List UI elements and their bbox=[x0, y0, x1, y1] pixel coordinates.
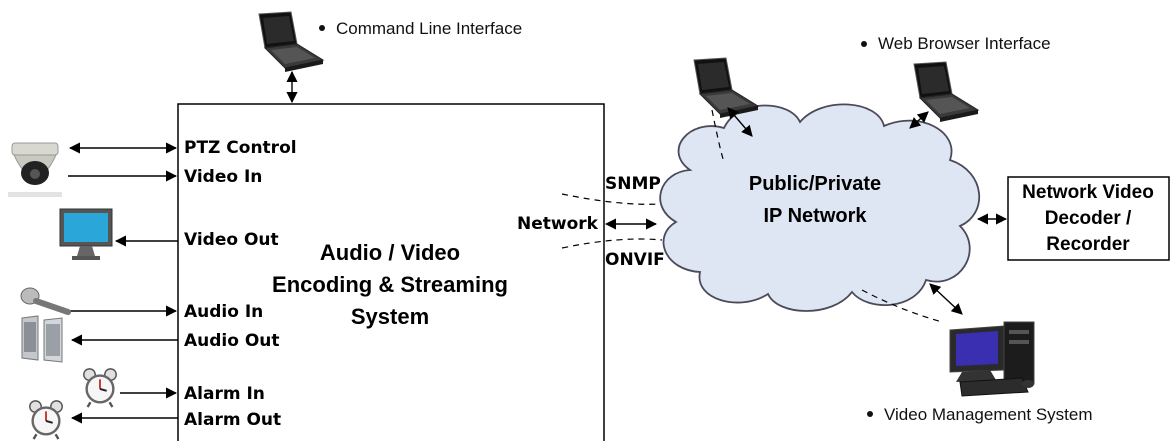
decoder-line-3: Recorder bbox=[1046, 234, 1130, 255]
vms-label: Video Management System bbox=[884, 405, 1093, 424]
speaker-icon bbox=[21, 315, 63, 363]
encoder-box bbox=[177, 103, 605, 441]
cli-bullet bbox=[319, 25, 325, 31]
laptop-icon bbox=[258, 11, 324, 73]
decoder-line-2: Decoder / bbox=[1045, 208, 1132, 229]
web-laptop-1-arrow bbox=[727, 107, 753, 137]
decoder-line-1: Network Video bbox=[1022, 182, 1154, 203]
vms-arrow bbox=[929, 283, 963, 315]
cloud-title-line-1: Public/Private bbox=[749, 173, 881, 195]
laptop-icon bbox=[693, 57, 759, 119]
decoder-box bbox=[1007, 176, 1170, 261]
snmp-dashed-line bbox=[561, 193, 661, 205]
vms-bullet bbox=[867, 411, 873, 417]
vms-dashed-line bbox=[861, 289, 943, 323]
port-audio-out: Audio Out bbox=[184, 331, 280, 351]
cli-label: Command Line Interface bbox=[336, 19, 522, 38]
monitor-icon bbox=[59, 208, 113, 260]
web-bullet bbox=[861, 41, 867, 47]
port-ptz-control: PTZ Control bbox=[184, 138, 297, 158]
encoder-title-line-1: Audio / Video bbox=[320, 240, 460, 265]
web-laptop-2-arrow bbox=[909, 111, 929, 129]
protocol-snmp: SNMP bbox=[605, 174, 661, 194]
desktop-computer-icon bbox=[949, 321, 1035, 397]
port-alarm-out: Alarm Out bbox=[184, 410, 281, 430]
encoder-title-line-3: System bbox=[351, 304, 429, 329]
web-dashed-line bbox=[711, 109, 725, 163]
ptz-camera-icon bbox=[8, 142, 62, 197]
alarm-clock-icon bbox=[28, 399, 64, 440]
alarm-clock-icon bbox=[82, 367, 118, 408]
protocol-onvif: ONVIF bbox=[605, 250, 665, 270]
ip-network-cloud bbox=[659, 103, 981, 312]
laptop-icon bbox=[913, 61, 979, 123]
port-network: Network bbox=[517, 214, 599, 234]
port-audio-in: Audio In bbox=[184, 302, 263, 322]
port-video-out: Video Out bbox=[184, 230, 279, 250]
onvif-dashed-line bbox=[561, 238, 663, 249]
port-video-in: Video In bbox=[184, 167, 262, 187]
encoder-title-line-2: Encoding & Streaming bbox=[272, 272, 508, 297]
cloud-title-line-2: IP Network bbox=[764, 205, 868, 227]
port-alarm-in: Alarm In bbox=[184, 384, 265, 404]
web-label: Web Browser Interface bbox=[878, 34, 1051, 53]
microphone-icon bbox=[20, 287, 71, 315]
